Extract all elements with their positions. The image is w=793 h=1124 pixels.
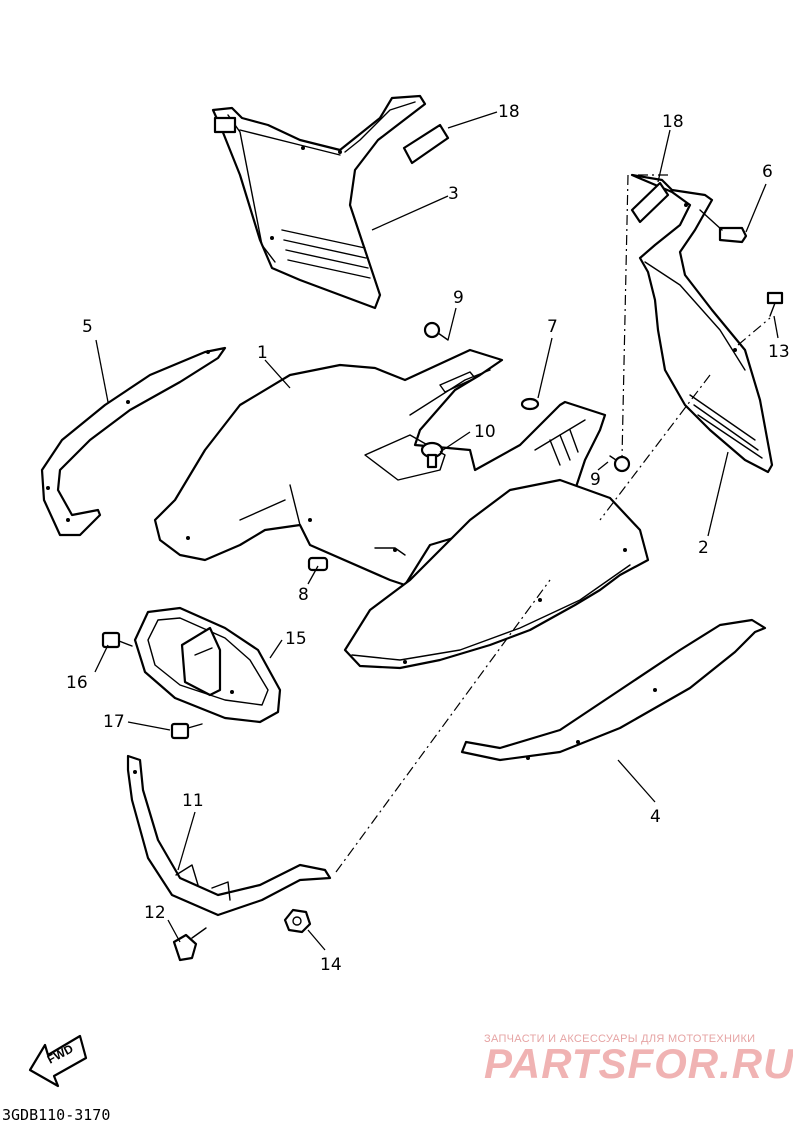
callout-9-lower: 9 (590, 470, 601, 490)
part-1-fender-front-lower (343, 478, 650, 670)
callout-labels: 18 18 3 6 5 1 9 7 13 10 9 2 8 15 16 17 1… (66, 102, 790, 975)
part-3-left-side-cover (211, 94, 427, 310)
callout-14: 14 (320, 955, 342, 975)
part-9-bolt-upper (423, 321, 449, 341)
callout-5: 5 (82, 317, 93, 337)
callout-6: 6 (762, 162, 773, 182)
part-18-pad-left (402, 123, 450, 165)
watermark-tagline: ЗАПЧАСТИ И АКСЕССУАРЫ ДЛЯ МОТОТЕХНИКИ (484, 1033, 755, 1045)
part-17-bolt (170, 722, 203, 740)
callout-3: 3 (448, 184, 459, 204)
callout-4: 4 (650, 807, 661, 827)
part-4-right-trim (460, 618, 767, 762)
part-6-bolt (699, 209, 748, 244)
part-12-bolt (172, 927, 207, 962)
leader-lines (94, 111, 779, 951)
assembly-lines (335, 174, 771, 873)
callout-18-right: 18 (662, 112, 684, 132)
callout-8: 8 (298, 585, 309, 605)
part-13-bolt (766, 291, 784, 317)
callout-7: 7 (547, 317, 558, 337)
callout-15: 15 (285, 629, 307, 649)
callout-17: 17 (103, 712, 125, 732)
part-8-screw (307, 556, 329, 572)
callout-12: 12 (144, 903, 166, 923)
watermark-brand: PARTSFOR.RU (484, 1040, 793, 1087)
callout-2: 2 (698, 538, 709, 558)
callout-16: 16 (66, 673, 88, 693)
callout-10: 10 (474, 422, 496, 442)
part-9-bolt-lower (609, 455, 631, 473)
part-18-pad-right (630, 181, 670, 224)
callout-18-left: 18 (498, 102, 520, 122)
part-2-right-side-cover (630, 173, 774, 474)
part-16-bolt (101, 631, 133, 649)
callout-13: 13 (768, 342, 790, 362)
part-14-nut (283, 908, 312, 934)
callout-1: 1 (257, 343, 268, 363)
part-15-headlight-bracket (133, 606, 282, 724)
part-5-left-trim (40, 346, 227, 537)
callout-11: 11 (182, 791, 204, 811)
callout-9-upper: 9 (453, 288, 464, 308)
diagram-code: 3GDB110-3170 (2, 1106, 110, 1124)
part-11-stay (126, 754, 332, 917)
part-7-washer (520, 397, 540, 411)
fwd-arrow: FWD (28, 1034, 88, 1088)
watermark: ЗАПЧАСТИ И АКСЕССУАРЫ ДЛЯ МОТОТЕХНИКИ PA… (484, 1033, 793, 1087)
